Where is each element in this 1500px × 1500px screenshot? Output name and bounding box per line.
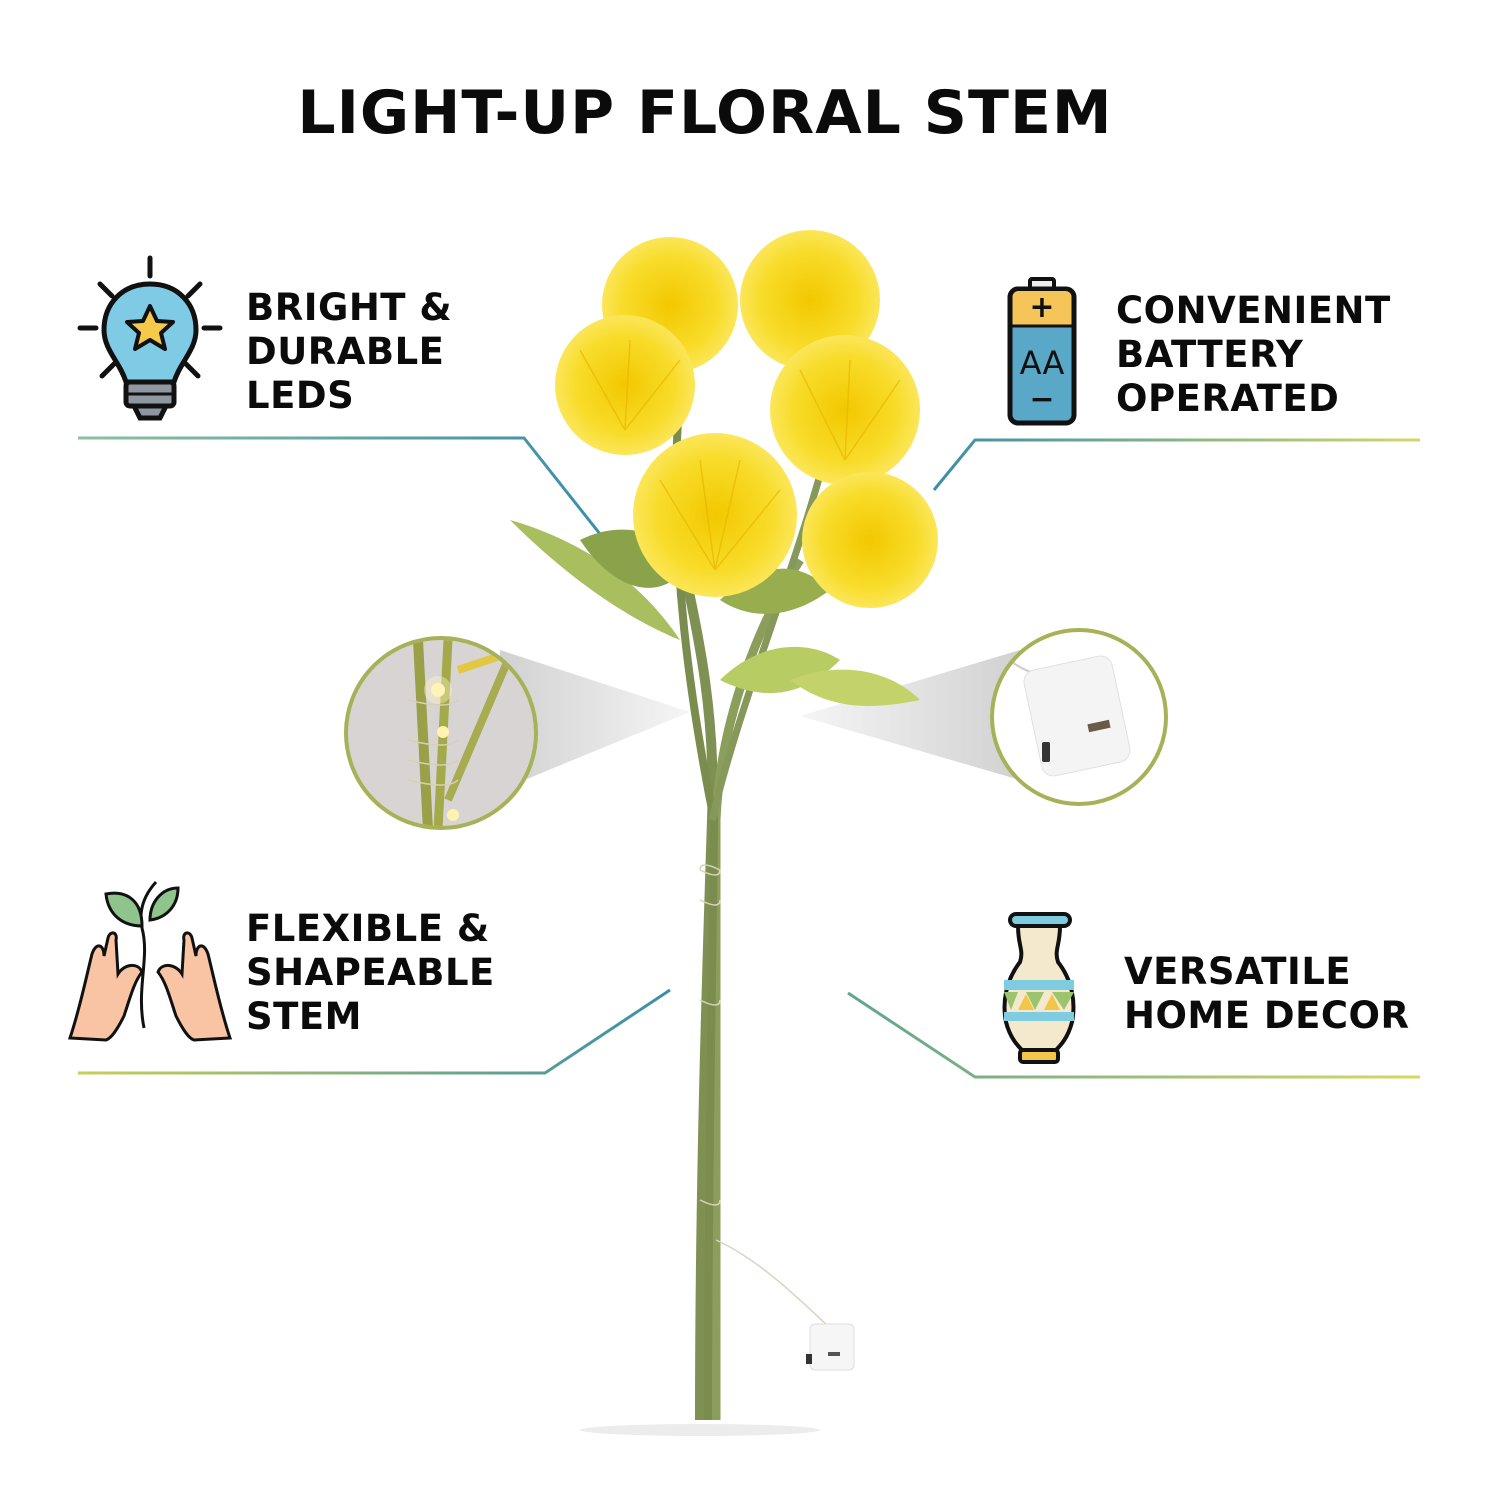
feature-convenient-battery: CONVENIENT BATTERY OPERATED [1116, 289, 1391, 421]
feature-flexible-shapeable-stem: FLEXIBLE & SHAPEABLE STEM [246, 907, 495, 1039]
vase-icon [996, 910, 1082, 1064]
battery-aa-label: AA [1019, 344, 1065, 382]
battery-box-inset [990, 628, 1168, 806]
feature-line: LEDS [246, 374, 355, 417]
feature-line: DURABLE [246, 330, 445, 373]
feature-line: STEM [246, 995, 362, 1038]
led-closeup-inset [344, 636, 538, 830]
feature-bright-durable-leds: BRIGHT & DURABLE LEDS [246, 286, 452, 418]
feature-line: BRIGHT & [246, 286, 453, 329]
battery-plus-sign: + [1029, 290, 1055, 325]
feature-line: BATTERY [1116, 333, 1304, 376]
light-bulb-star-icon [76, 254, 226, 424]
feature-line: CONVENIENT [1116, 289, 1391, 332]
hands-with-sprout-icon [66, 878, 234, 1044]
feature-line: SHAPEABLE [246, 951, 495, 994]
feature-line: VERSATILE [1124, 950, 1352, 993]
battery-box-closeup-image [994, 651, 1131, 777]
aa-battery-icon: + AA − [1006, 276, 1078, 426]
feature-line: FLEXIBLE & [246, 907, 490, 950]
feature-line: OPERATED [1116, 377, 1340, 420]
feature-line: HOME DECOR [1124, 994, 1410, 1037]
feature-versatile-home-decor: VERSATILE HOME DECOR [1124, 950, 1409, 1038]
page-title: LIGHT-UP FLORAL STEM [297, 78, 1113, 148]
led-wire-closeup-image [407, 640, 520, 826]
battery-minus-sign: − [1029, 382, 1055, 417]
